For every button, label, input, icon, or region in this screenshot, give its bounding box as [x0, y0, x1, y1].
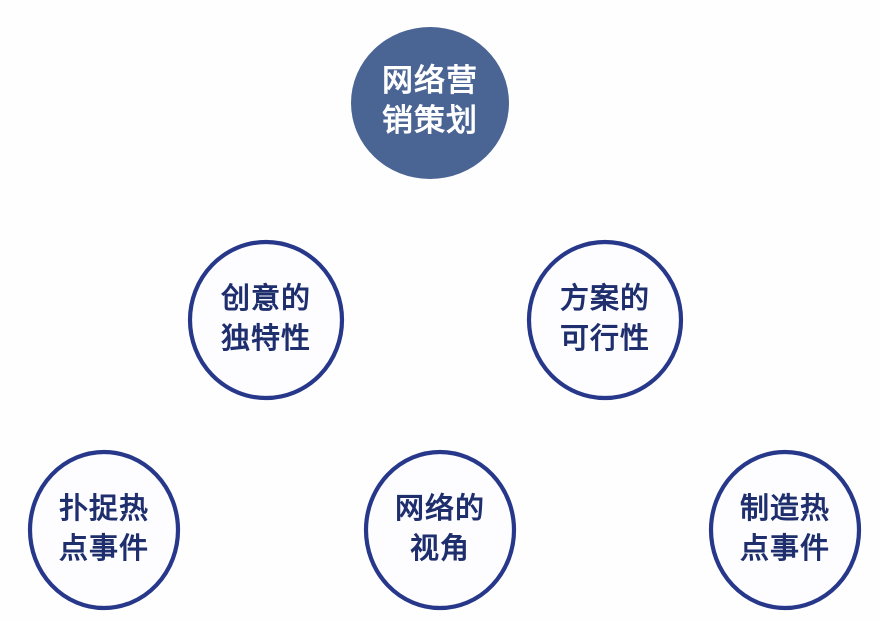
node-label-root: 网络营销策划 — [382, 63, 478, 138]
node-shape-network-perspective — [363, 449, 517, 611]
node-network-perspective[interactable]: 网络的视角 — [363, 449, 517, 611]
node-label-plan-feasibility: 方案的可行性 — [560, 281, 650, 355]
node-shape-catch-hot-events — [27, 449, 181, 611]
edge-arrow-creative-to-network — [299, 377, 390, 462]
edge-arrow-root-to-creative — [302, 162, 397, 250]
node-label-creative-uniqueness: 创意的独特性 — [220, 281, 311, 355]
edge-arrow-creative-to-catch — [142, 377, 233, 462]
edge-arrow-catch-to-network — [185, 515, 358, 545]
edge-arrow-network-to-create — [523, 515, 703, 545]
node-shape-creative-uniqueness — [187, 239, 345, 401]
edge-arrow-plan-to-create — [639, 377, 730, 462]
node-shape-root — [351, 27, 509, 179]
node-create-hot-events[interactable]: 制造热点事件 — [708, 449, 862, 611]
node-plan-feasibility[interactable]: 方案的可行性 — [526, 239, 684, 401]
node-catch-hot-events[interactable]: 扑捉热点事件 — [27, 449, 181, 611]
node-root[interactable]: 网络营销策划 — [351, 27, 509, 179]
node-label-create-hot-events: 制造热点事件 — [740, 492, 830, 565]
edge-arrow-root-to-plan — [465, 162, 562, 250]
node-shape-plan-feasibility — [526, 239, 684, 401]
node-creative-uniqueness[interactable]: 创意的独特性 — [187, 239, 345, 401]
node-label-catch-hot-events: 扑捉热点事件 — [59, 492, 149, 565]
node-shape-create-hot-events — [708, 449, 862, 611]
edge-arrow-plan-to-network — [487, 377, 571, 462]
node-label-network-perspective: 网络的视角 — [395, 491, 485, 565]
